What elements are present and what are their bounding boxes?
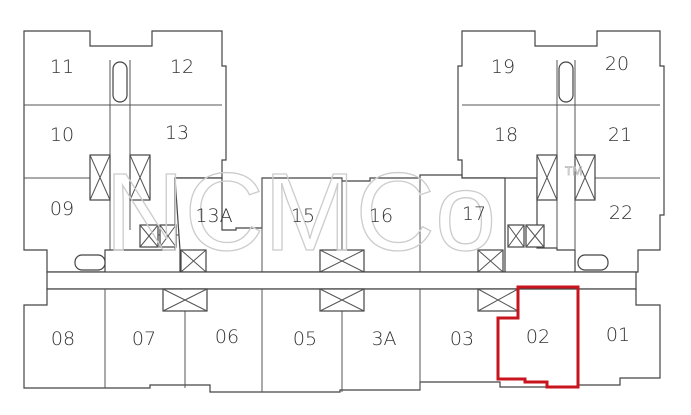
watermark: NCMCo	[105, 151, 496, 274]
unit-16[interactable]: 16	[369, 205, 393, 227]
unit-02[interactable]: 02	[526, 326, 550, 348]
unit-05[interactable]: 05	[293, 328, 317, 350]
stair-icon	[74, 254, 106, 271]
bottom-row	[23, 271, 661, 393]
unit-07[interactable]: 07	[132, 328, 156, 350]
unit-20[interactable]: 20	[605, 53, 629, 75]
stair-icon	[112, 61, 128, 103]
unit-13a[interactable]: 13A	[195, 205, 232, 227]
left-tower	[23, 30, 227, 273]
unit-09[interactable]: 09	[50, 198, 74, 220]
lift-icon	[89, 154, 177, 248]
middle-block	[174, 174, 506, 273]
unit-19[interactable]: 19	[491, 56, 515, 78]
watermark-tm: TM	[565, 164, 582, 178]
stair-icon	[577, 254, 609, 271]
unit-06[interactable]: 06	[215, 326, 239, 348]
unit-22[interactable]: 22	[609, 202, 633, 224]
unit-labels: 11 12 10 13 09 13A 15 16 17 19 20 18 21 …	[50, 53, 633, 350]
unit-12[interactable]: 12	[170, 56, 194, 78]
highlighted-unit-outline	[496, 285, 580, 389]
unit-01[interactable]: 01	[606, 324, 630, 346]
lift-icon	[507, 154, 596, 248]
unit-17[interactable]: 17	[462, 203, 486, 225]
unit-3a[interactable]: 3A	[371, 328, 396, 350]
unit-10[interactable]: 10	[50, 124, 74, 146]
unit-13[interactable]: 13	[165, 122, 189, 144]
stair-icon	[558, 61, 574, 103]
unit-03[interactable]: 03	[450, 328, 474, 350]
unit-11[interactable]: 11	[50, 56, 74, 78]
unit-18[interactable]: 18	[494, 124, 518, 146]
unit-08[interactable]: 08	[51, 328, 75, 350]
unit-21[interactable]: 21	[608, 124, 632, 146]
right-tower	[457, 30, 665, 273]
unit-15[interactable]: 15	[291, 205, 315, 227]
